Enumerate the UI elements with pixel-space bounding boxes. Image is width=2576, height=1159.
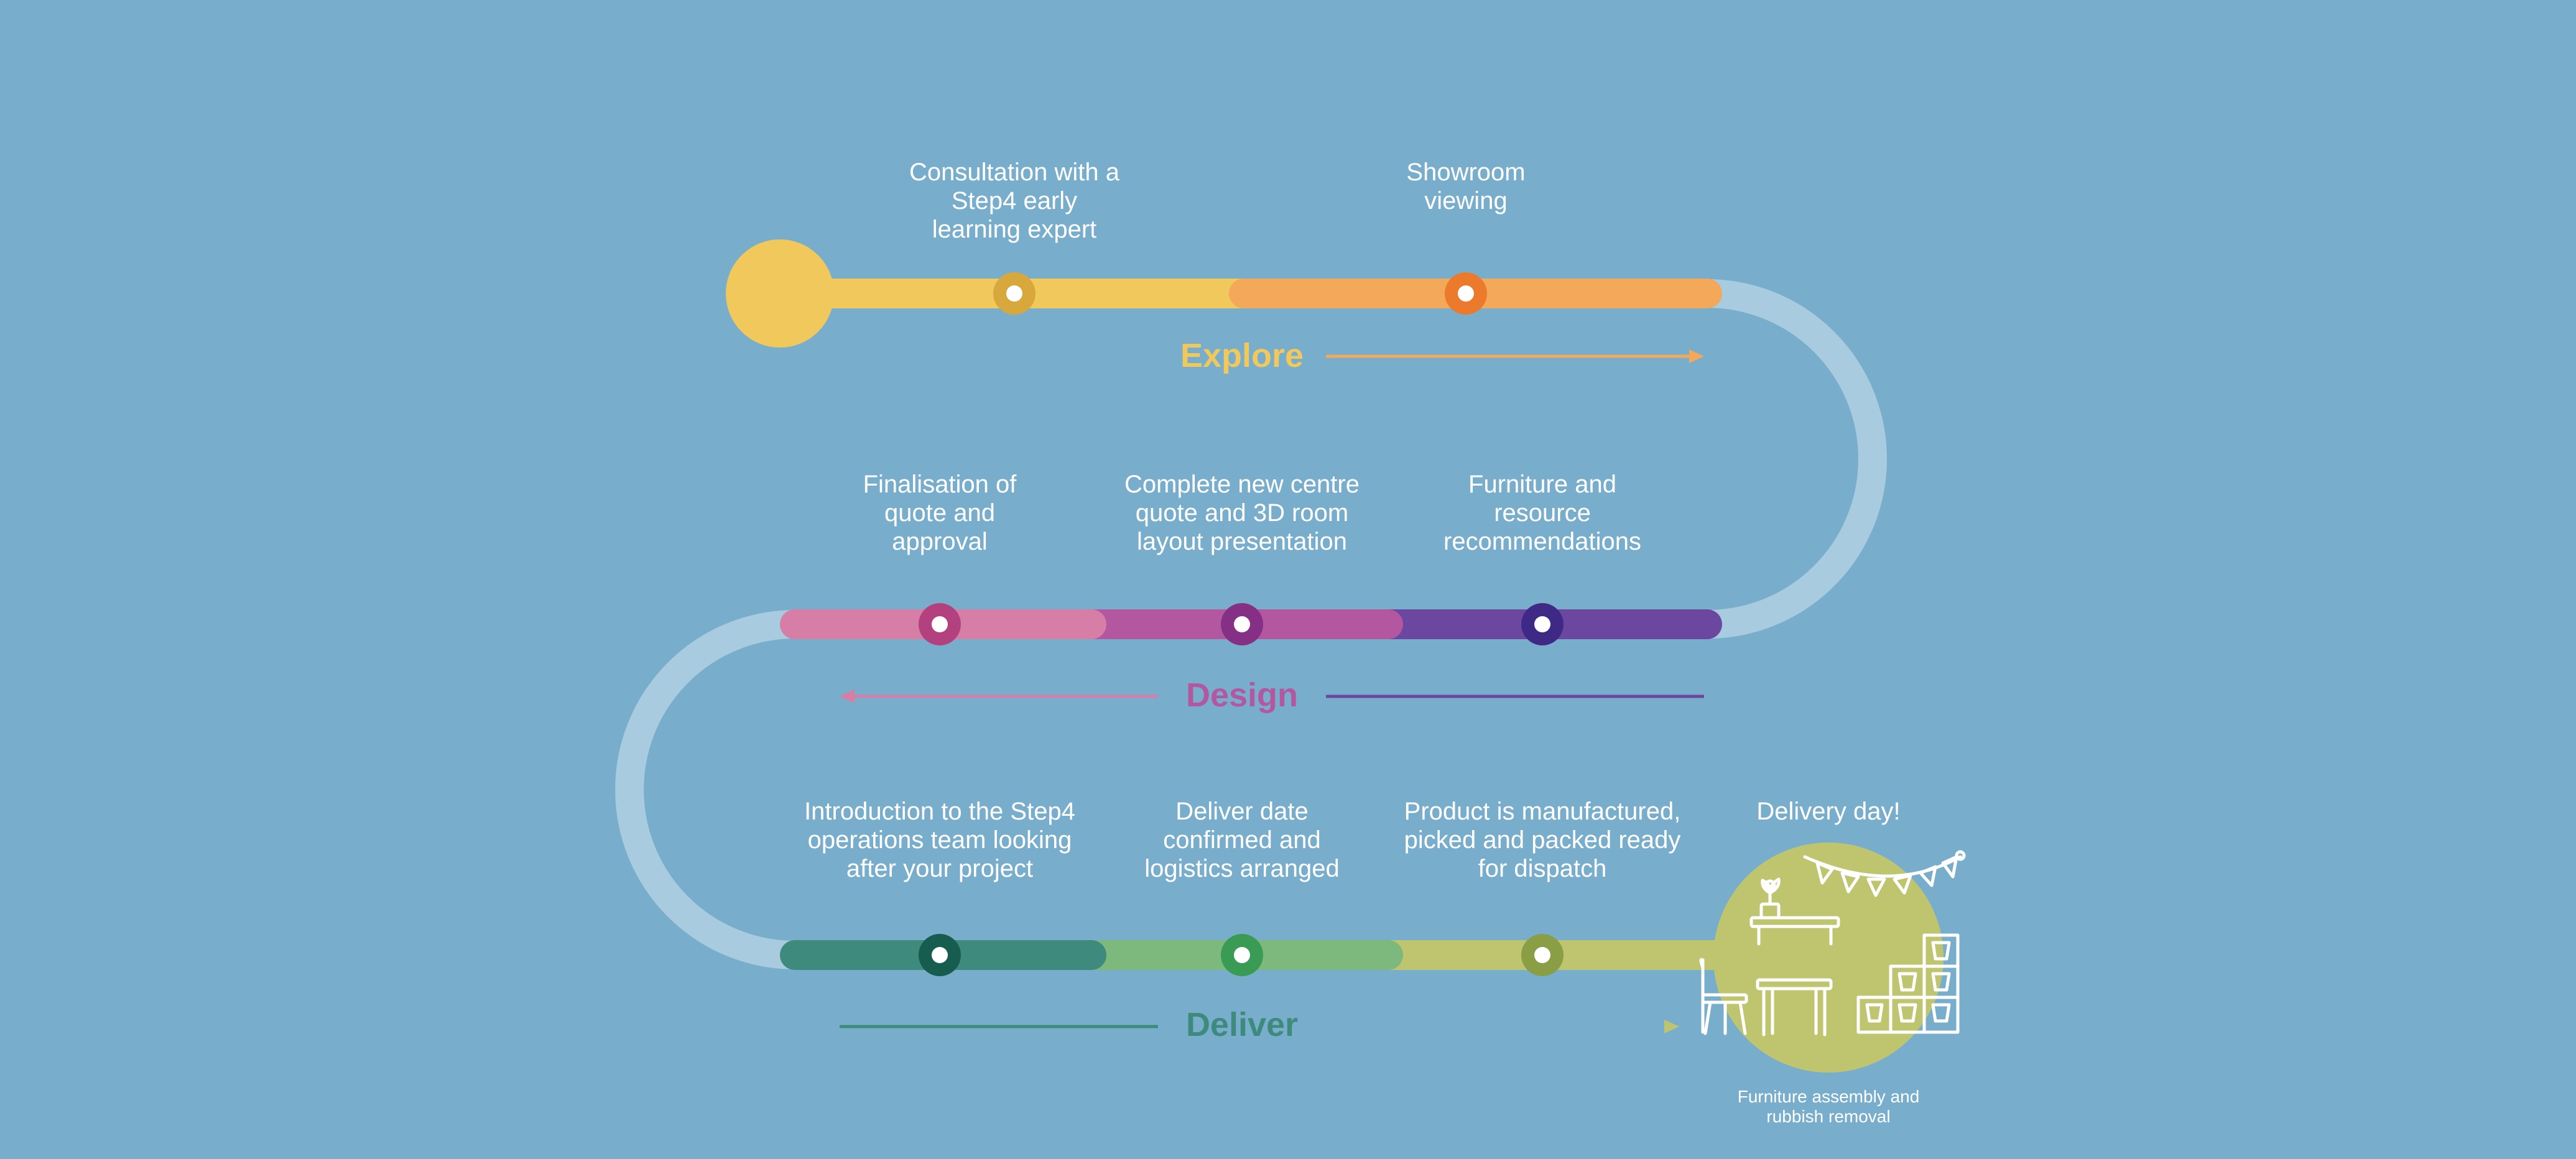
delivery-footnote: Furniture assembly and rubbish removal <box>1737 1087 1920 1126</box>
step-quote-3d: Complete new centre quote and 3D room la… <box>1124 471 1360 555</box>
marker-ops-intro <box>919 934 961 976</box>
step-furniture-recs: Furniture and resource recommendations <box>1443 471 1641 555</box>
marker-furniture-recs <box>1521 603 1564 645</box>
step-finalisation: Finalisation of quote and approval <box>863 471 1017 555</box>
chair-icon <box>1699 958 1748 1035</box>
bunting-icon <box>1803 850 1966 897</box>
marker-delivery-date <box>1221 934 1263 976</box>
connector-curve-right <box>1707 279 1887 639</box>
connector-curve-left <box>615 610 795 969</box>
phase-explore: Explore <box>1180 337 1304 374</box>
marker-manufactured <box>1521 934 1564 976</box>
stool-icon <box>1756 978 1833 1037</box>
step-delivery-date: Deliver date confirmed and logistics arr… <box>1144 798 1340 882</box>
step-showroom: Showroom viewing <box>1406 159 1526 215</box>
phase-deliver: Deliver <box>1185 1006 1299 1043</box>
storage-shelf-icon <box>1856 933 1960 1034</box>
marker-quote-3d <box>1221 603 1263 645</box>
explore-arrow <box>840 349 1704 363</box>
phase-design: Design <box>1185 676 1299 714</box>
step-consultation: Consultation with a Step4 early learning… <box>909 159 1119 243</box>
plant-icon <box>1759 877 1781 920</box>
table-icon <box>1749 916 1840 946</box>
step-ops-intro: Introduction to the Step4 operations tea… <box>804 798 1075 882</box>
marker-showroom <box>1445 272 1487 315</box>
step-manufactured: Product is manufactured, picked and pack… <box>1404 798 1681 882</box>
deliver-arrow <box>840 1020 1679 1033</box>
design-arrow <box>840 690 1704 703</box>
marker-consultation <box>993 272 1035 315</box>
step-delivery-day: Delivery day! <box>1756 798 1901 825</box>
marker-finalisation <box>919 603 961 645</box>
